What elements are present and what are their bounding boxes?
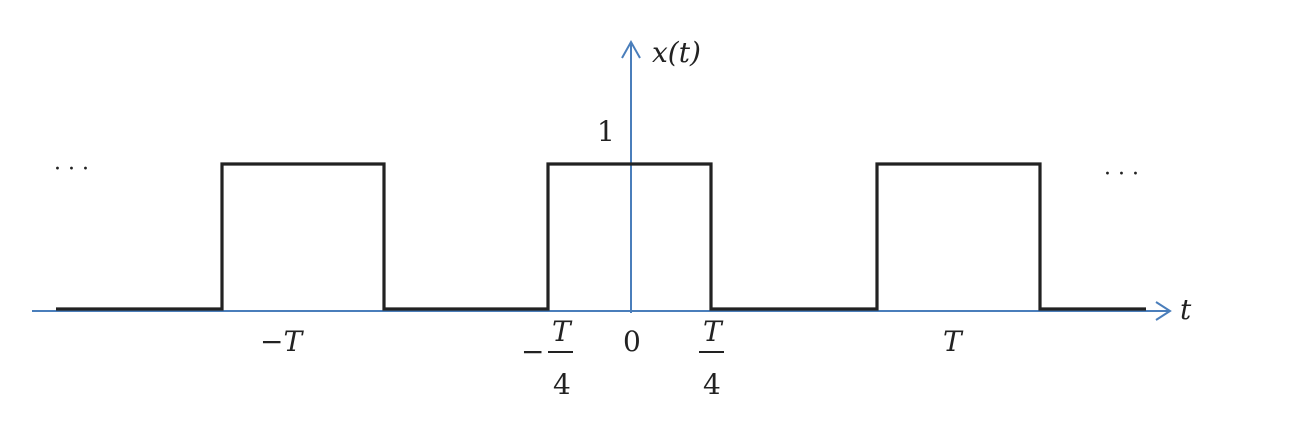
tick-neg-T4-denominator: 4: [553, 368, 571, 401]
tick-label-neg-T-over-4: − T 4: [521, 315, 573, 401]
tick-T4-numerator: T: [703, 315, 724, 348]
amplitude-label: 1: [597, 115, 615, 148]
x-axis-label: t: [1180, 293, 1192, 326]
square-wave-signal: [56, 162, 1146, 311]
tick-label-neg-T: −T: [260, 325, 304, 358]
y-axis-label: x(t): [652, 36, 701, 69]
tick-T4-denominator: 4: [703, 368, 721, 401]
ellipsis-left: · · ·: [54, 157, 89, 182]
tick-label-T-over-4: T 4: [699, 315, 724, 401]
tick-neg-T4-numerator: T: [552, 315, 573, 348]
tick-neg-sign: −: [521, 335, 544, 368]
xt-axis-arrowhead: [621, 39, 641, 59]
tick-label-zero: 0: [623, 325, 641, 358]
ellipsis-right: · · ·: [1104, 162, 1139, 187]
tick-label-T: T: [943, 325, 964, 358]
t-axis-arrowhead: [1155, 301, 1172, 321]
